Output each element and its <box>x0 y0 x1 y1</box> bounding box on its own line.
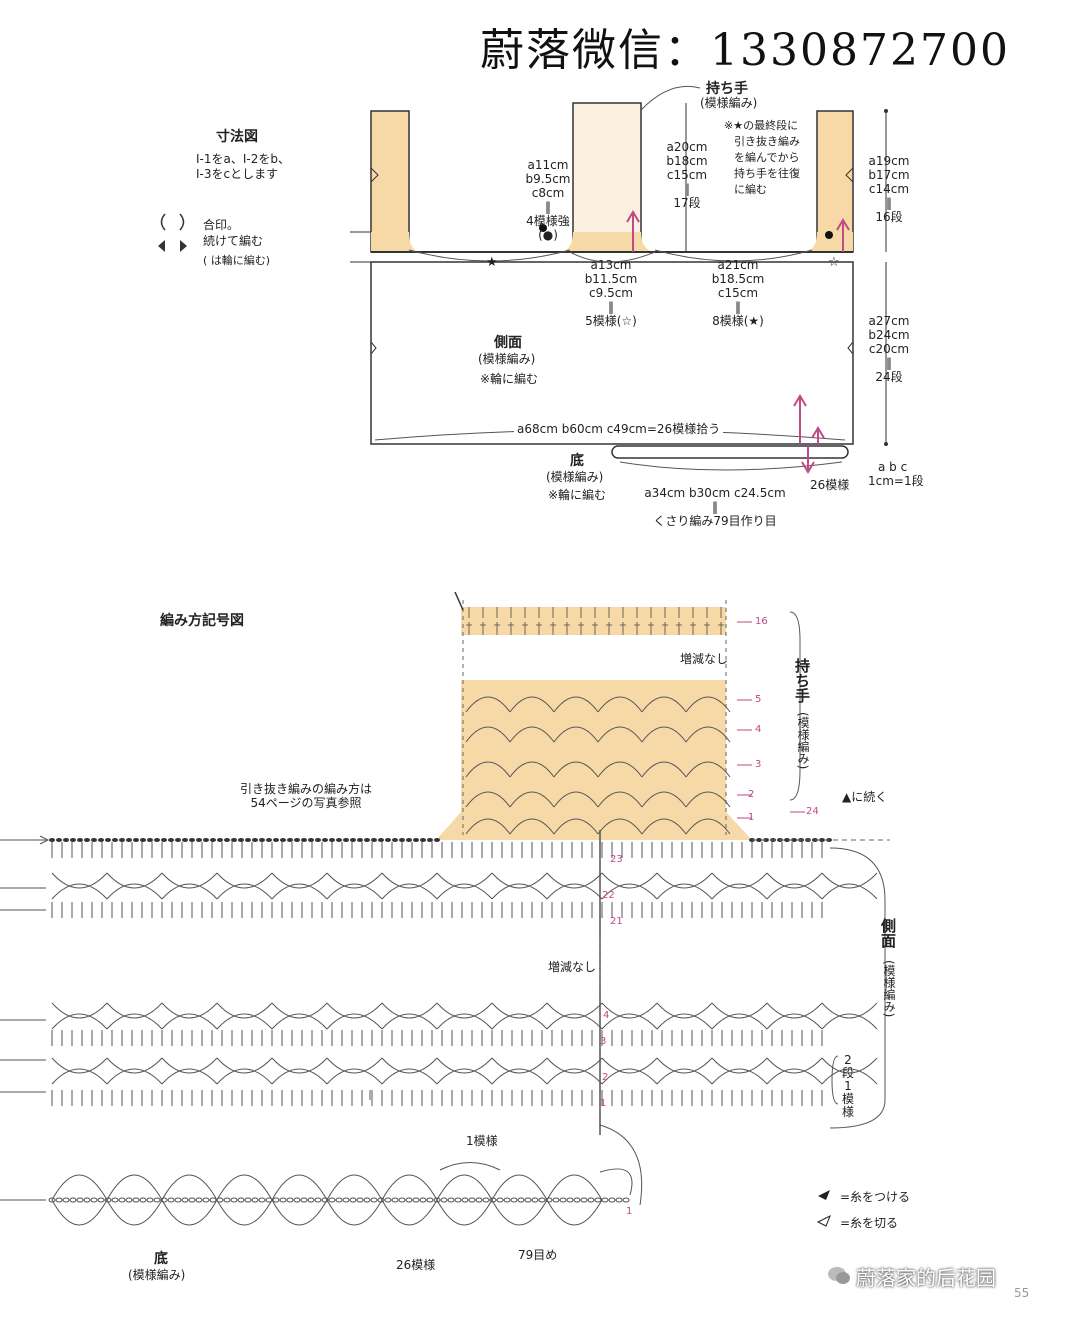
side-row-2: 2 <box>602 1072 609 1083</box>
legend-attach: =糸をつける <box>840 1190 911 1204</box>
side-vertical-label: 側面 <box>879 918 897 948</box>
right-height: a19cm b17cm c14cm ‖ 16段 <box>868 154 910 224</box>
row-23: 23 <box>610 854 623 865</box>
account-name: 蔚落家的后花园 <box>856 1266 996 1290</box>
row-5: 5 <box>755 694 762 705</box>
joint-label-2: 続けて編む <box>203 234 264 248</box>
handle-vertical-label: 持ち手 <box>793 658 811 703</box>
bottom-note: ※輪に編む <box>548 488 607 502</box>
legend-line-2: I-3をcとします <box>196 167 279 181</box>
row-21: 21 <box>610 916 623 927</box>
wechat-icon <box>826 1262 852 1288</box>
repeat-label: 2 段 1 模 様 <box>841 1053 854 1119</box>
side-subtitle: (模様編み) <box>478 352 536 366</box>
row-22: 22 <box>602 890 615 901</box>
side-row-1: 1 <box>600 1098 607 1109</box>
bottom-repeats: 26模様 <box>810 478 850 492</box>
gap-width: a21cm b18.5cm c15cm ‖ 8模様(★) <box>711 258 765 328</box>
watermark: 蔚落微信：1330872700 <box>480 25 1010 76</box>
joint-label: 合印。 <box>203 218 240 232</box>
handle-note: ※★の最終段に 引き抜き編み を編んでから 持ち手を往復 に編む <box>724 119 800 196</box>
continue-label: ▲に続く <box>842 790 888 804</box>
chart-bottom-repeats: 26模様 <box>396 1258 436 1272</box>
handle-subtitle: (模様編み) <box>700 96 758 110</box>
side-vertical-sublabel: (模様編み) <box>882 960 896 1018</box>
chart-title: 編み方記号図 <box>160 613 244 629</box>
legend-line-1: I-1をa、I-2をb、 <box>196 152 290 166</box>
bottom-width: a34cm b30cm c24.5cm ‖ くさり編み79目作り目 <box>644 486 786 528</box>
scale-label: 1cm=1段 <box>868 474 924 488</box>
side-height: a27cm b24cm c20cm ‖ 24段 <box>868 314 910 384</box>
handle-height: a20cm b18cm c15cm ‖ 17段 <box>666 140 708 210</box>
side-note: ※輪に編む <box>480 372 539 386</box>
bottom-row-1: 1 <box>626 1206 633 1217</box>
abc-label: a b c <box>878 460 908 474</box>
joint-label-3: ( は輪に編む) <box>203 254 271 267</box>
bottom-subtitle: (模様編み) <box>546 470 604 484</box>
dimension-title: 寸法図 <box>216 129 258 145</box>
slip-note: 引き抜き編みの編み方は 54ページの写真参照 <box>239 782 372 810</box>
pickup-label: a68cm b60cm c49cm=26模様拾う <box>514 422 724 436</box>
bottom-title: 底 <box>570 453 584 469</box>
handle-base-width: a13cm b11.5cm c9.5cm ‖ 5模様(☆) <box>584 258 638 328</box>
legend-cut: =糸を切る <box>840 1216 899 1230</box>
row-2: 2 <box>748 789 755 800</box>
chart-bottom-subtitle: (模様編み) <box>128 1268 186 1282</box>
row-24: 24 <box>806 806 819 817</box>
chart-bottom-chain: 79目め <box>518 1248 558 1262</box>
row-3: 3 <box>755 759 762 770</box>
row-16: 16 <box>755 616 768 627</box>
star-outline-marker: ☆ <box>828 255 840 270</box>
side-row-3: 3 <box>600 1036 607 1047</box>
chart-bottom-title: 底 <box>154 1251 168 1267</box>
handle-vertical-sublabel: (模様編み) <box>796 712 810 770</box>
left-handle-width: a11cm b9.5cm c8cm ‖ 4模様強 (●) <box>525 158 571 242</box>
row-4: 4 <box>755 724 762 735</box>
star-marker: ★ <box>486 255 498 270</box>
side-no-inc: 増減なし <box>548 960 597 974</box>
page-number: 55 <box>1014 1286 1030 1300</box>
handle-no-inc: 増減なし <box>680 652 729 666</box>
row-1: 1 <box>748 812 755 823</box>
side-row-4: 4 <box>603 1010 610 1021</box>
side-title: 側面 <box>494 335 522 351</box>
handle-title: 持ち手 <box>706 81 748 97</box>
one-repeat-label: 1模様 <box>466 1134 498 1148</box>
